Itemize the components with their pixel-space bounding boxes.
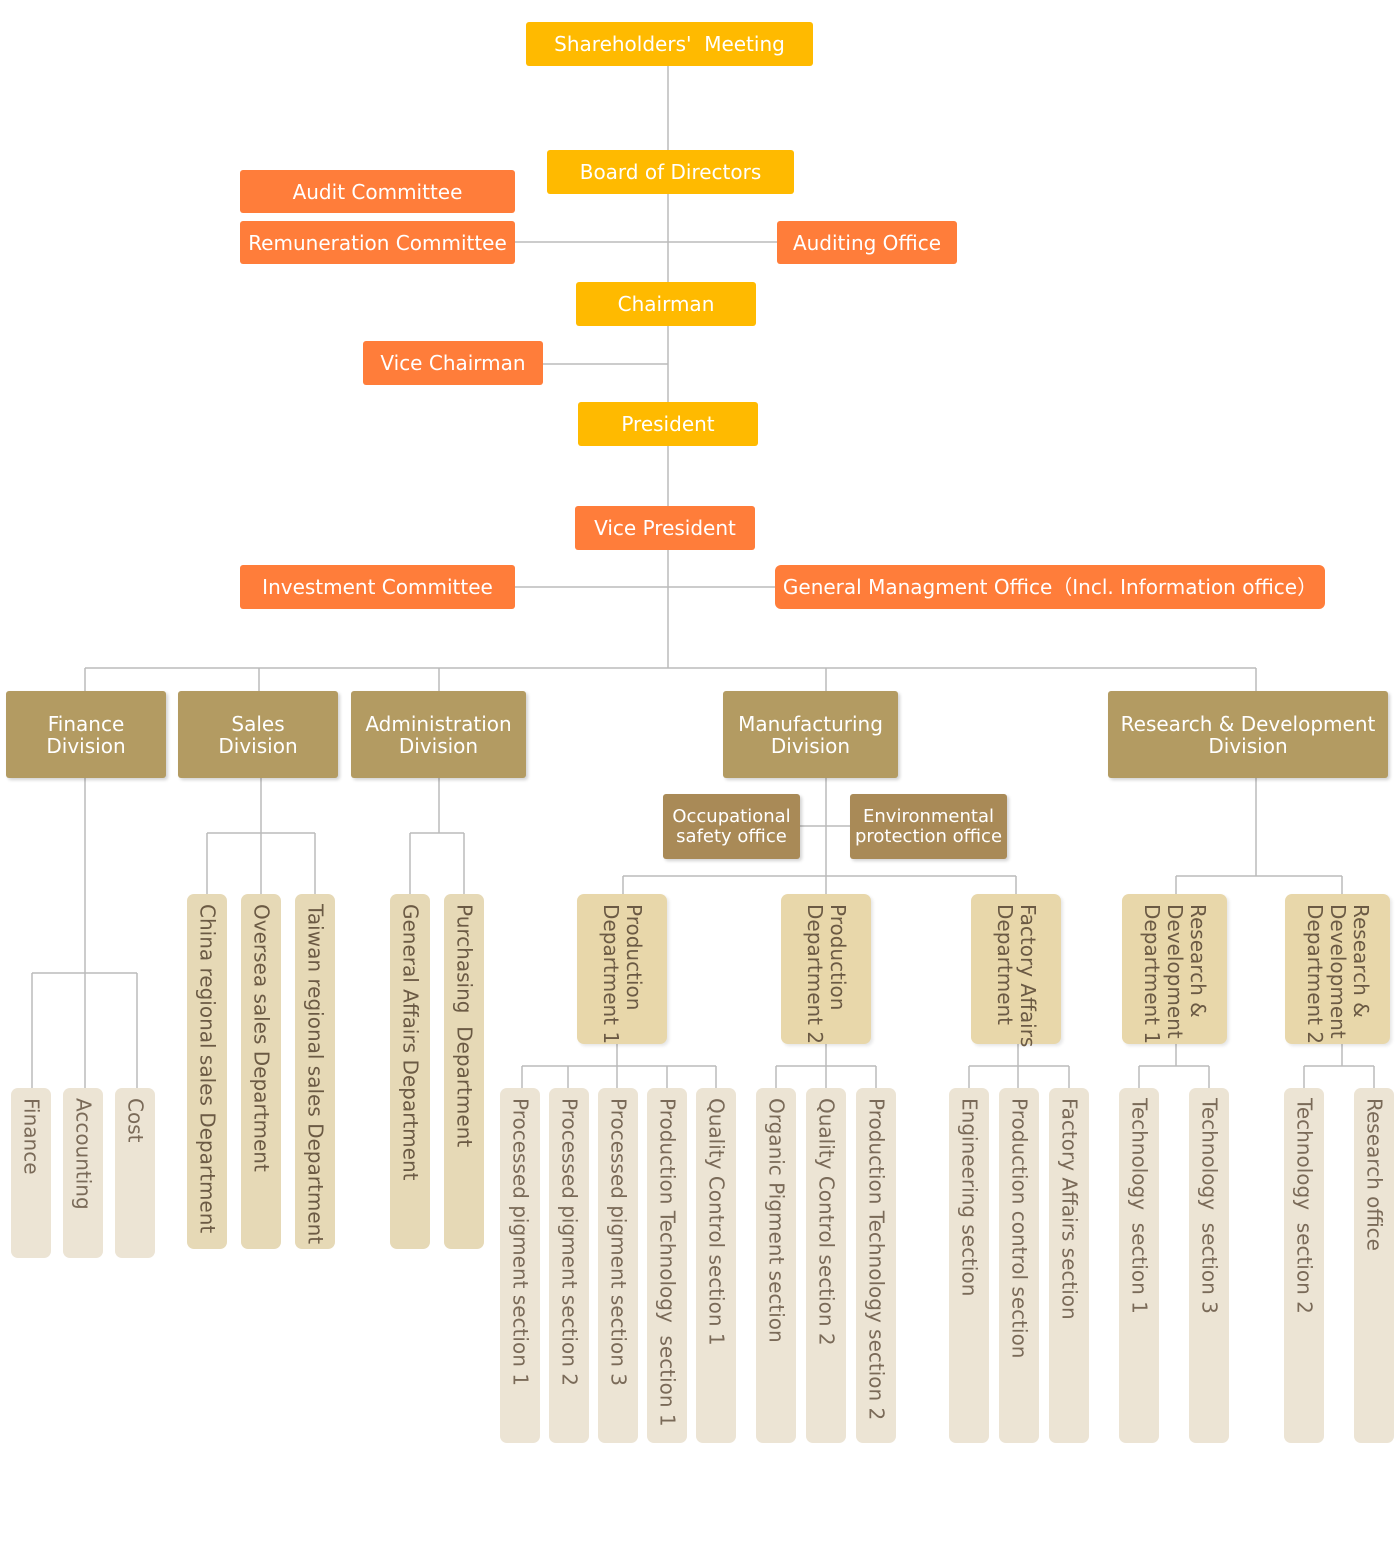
cost-section-box: Cost (115, 1088, 155, 1258)
general-management-office-label: General Managment Office（Incl. Informati… (782, 575, 1318, 599)
vice-chairman-label: Vice Chairman (380, 351, 526, 375)
investment-committee-box: Investment Committee (240, 565, 515, 609)
occupational-safety-office-label: Occupational safety office (672, 805, 791, 847)
factory-affairs-department-label: Factory Affairs Department (993, 904, 1040, 1048)
organic-pigment-section-box: Organic Pigment section (756, 1088, 796, 1443)
processed-pigment-section-3-label: Processed pigment section 3 (606, 1098, 631, 1386)
auditing-office-label: Auditing Office (792, 230, 942, 255)
shareholders-meeting-box: Shareholders' Meeting (526, 22, 813, 66)
vice-president-box: Vice President (575, 506, 755, 550)
audit-committee-label: Audit Committee (292, 179, 463, 204)
production-technology-section-1-label: Production Technology section 1 (655, 1098, 680, 1427)
production-department-2-box: Production Department 2 (781, 894, 871, 1044)
production-department-1-label: Production Department 1 (599, 904, 646, 1045)
board-of-directors-label: Board of Directors (579, 160, 762, 184)
vice-chairman-box: Vice Chairman (363, 341, 543, 385)
rnd-division-box: Research & Development Division (1108, 691, 1388, 778)
investment-committee-label: Investment Committee (262, 575, 493, 599)
finance-division-label: Finance Division (46, 711, 126, 758)
processed-pigment-section-1-label: Processed pigment section 1 (508, 1098, 533, 1386)
manufacturing-division-box: Manufacturing Division (723, 691, 898, 778)
production-control-section-label: Production control section (1007, 1098, 1032, 1359)
technology-section-2-label: Technology section 2 (1292, 1098, 1317, 1314)
vice-president-label: Vice President (594, 516, 736, 540)
processed-pigment-section-3-box: Processed pigment section 3 (598, 1088, 638, 1443)
production-department-2-label: Production Department 2 (803, 904, 850, 1045)
production-control-section-box: Production control section (999, 1088, 1039, 1443)
purchasing-department-label: Purchasing Department (452, 904, 477, 1148)
accounting-section-box: Accounting (63, 1088, 103, 1258)
general-affairs-department-label: General Affairs Department (398, 904, 423, 1181)
administration-division-label: Administration Division (365, 711, 512, 758)
cost-section-label: Cost (123, 1098, 148, 1143)
production-technology-section-2-label: Production Technology section 2 (864, 1098, 889, 1421)
factory-affairs-section-label: Factory Affairs section (1057, 1098, 1082, 1320)
production-technology-section-2-box: Production Technology section 2 (856, 1088, 896, 1443)
technology-section-1-label: Technology section 1 (1127, 1098, 1152, 1314)
purchasing-department-box: Purchasing Department (444, 894, 484, 1249)
quality-control-section-2-label: Quality Control section 2 (814, 1098, 839, 1346)
organic-pigment-section-label: Organic Pigment section (764, 1098, 789, 1343)
auditing-office-box: Auditing Office (777, 221, 957, 264)
quality-control-section-1-label: Quality Control section 1 (704, 1098, 729, 1346)
finance-division-box: Finance Division (6, 691, 166, 778)
occupational-safety-office-box: Occupational safety office (663, 794, 800, 859)
shareholders-meeting-label: Shareholders' Meeting (554, 32, 785, 56)
chairman-label: Chairman (617, 292, 715, 316)
processed-pigment-section-2-label: Processed pigment section 2 (557, 1098, 582, 1386)
sales-division-label: Sales Division (218, 711, 298, 758)
rnd-department-1-label: Research & Development Department 1 (1140, 904, 1210, 1045)
board-of-directors-box: Board of Directors (547, 150, 794, 194)
engineering-section-box: Engineering section (949, 1088, 989, 1443)
research-office-box: Research office (1354, 1088, 1394, 1443)
administration-division-box: Administration Division (351, 691, 526, 778)
president-box: President (578, 402, 758, 446)
technology-section-3-box: Technology section 3 (1189, 1088, 1229, 1443)
engineering-section-label: Engineering section (957, 1098, 982, 1297)
sales-division-box: Sales Division (178, 691, 338, 778)
quality-control-section-1-box: Quality Control section 1 (696, 1088, 736, 1443)
china-sales-department-box: China regional sales Department (187, 894, 227, 1249)
general-management-office-box: General Managment Office（Incl. Informati… (775, 565, 1325, 609)
taiwan-sales-department-label: Taiwan regional sales Department (303, 904, 328, 1245)
oversea-sales-department-box: Oversea sales Department (241, 894, 281, 1249)
technology-section-2-box: Technology section 2 (1284, 1088, 1324, 1443)
rnd-division-label: Research & Development Division (1120, 711, 1376, 758)
manufacturing-division-label: Manufacturing Division (738, 711, 883, 758)
audit-committee-box: Audit Committee (240, 170, 515, 213)
finance-section-box: Finance (11, 1088, 51, 1258)
accounting-section-label: Accounting (71, 1098, 96, 1210)
taiwan-sales-department-box: Taiwan regional sales Department (295, 894, 335, 1249)
factory-affairs-section-box: Factory Affairs section (1049, 1088, 1089, 1443)
remuneration-committee-box: Remuneration Committee (240, 221, 515, 264)
president-label: President (621, 412, 715, 436)
oversea-sales-department-label: Oversea sales Department (249, 904, 274, 1172)
quality-control-section-2-box: Quality Control section 2 (806, 1088, 846, 1443)
general-affairs-department-box: General Affairs Department (390, 894, 430, 1249)
china-sales-department-label: China regional sales Department (195, 904, 220, 1234)
environmental-protection-office-label: Environmental protection office (854, 805, 1003, 847)
factory-affairs-department-box: Factory Affairs Department (971, 894, 1061, 1048)
remuneration-committee-label: Remuneration Committee (248, 230, 507, 255)
processed-pigment-section-2-box: Processed pigment section 2 (549, 1088, 589, 1443)
rnd-department-1-box: Research & Development Department 1 (1122, 894, 1227, 1044)
research-office-label: Research office (1362, 1098, 1387, 1251)
technology-section-3-label: Technology section 3 (1197, 1098, 1222, 1314)
rnd-department-2-box: Research & Development Department 2 (1285, 894, 1390, 1044)
technology-section-1-box: Technology section 1 (1119, 1088, 1159, 1443)
processed-pigment-section-1-box: Processed pigment section 1 (500, 1088, 540, 1443)
chairman-box: Chairman (576, 282, 756, 326)
rnd-department-2-label: Research & Development Department 2 (1303, 904, 1373, 1045)
environmental-protection-office-box: Environmental protection office (850, 794, 1007, 859)
production-department-1-box: Production Department 1 (577, 894, 667, 1044)
finance-section-label: Finance (19, 1098, 44, 1175)
production-technology-section-1-box: Production Technology section 1 (647, 1088, 687, 1443)
